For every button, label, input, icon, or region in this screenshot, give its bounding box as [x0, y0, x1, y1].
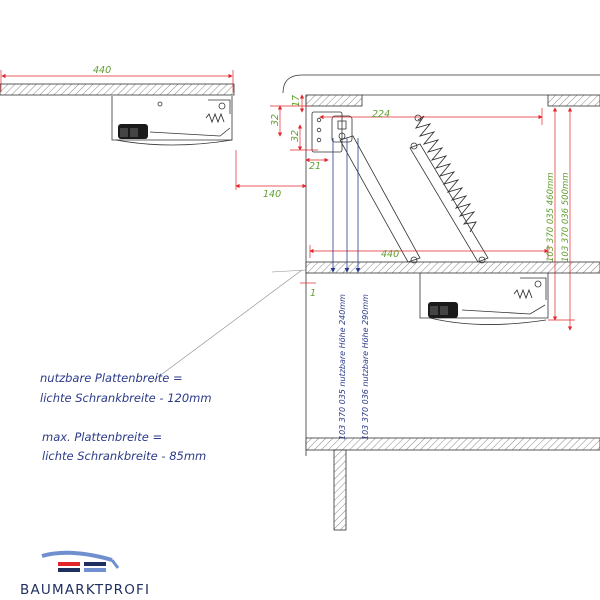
- dim-1: 1: [310, 288, 316, 299]
- dim-440-cabinet: 440: [381, 249, 399, 260]
- label-height-290: 103 370 036 nutzbare Höhe 290mm: [361, 294, 370, 440]
- cabinet-top-board-left: [305, 94, 363, 107]
- dim-32-a: 32: [270, 114, 281, 126]
- gas-spring-coil: [414, 115, 477, 233]
- label-travel-460: 103 370 035 460mm: [546, 172, 556, 262]
- brand-name: BAUMARKTPROFI: [20, 582, 150, 598]
- hinge-fitting-lower: [419, 273, 549, 325]
- annotation-notes: nutzbare Plattenbreite = lichte Schrankb…: [40, 269, 307, 463]
- dim-140: 140: [263, 189, 281, 200]
- cabinet: [282, 74, 600, 531]
- note-line-1: nutzbare Plattenbreite =: [40, 371, 183, 385]
- brand-logo: BAUMARKTPROFI: [20, 550, 150, 598]
- note-line-4: lichte Schrankbreite - 85mm: [42, 449, 206, 463]
- dimensions: 224 440 32 32 17 21 1 103 370 035 460mm …: [270, 94, 575, 440]
- note-line-2: lichte Schrankbreite - 120mm: [40, 391, 212, 405]
- note-line-3: max. Plattenbreite =: [42, 430, 162, 444]
- lid-board: [0, 83, 235, 96]
- label-height-240: 103 370 035 nutzbare Höhe 240mm: [338, 294, 347, 440]
- cabinet-shelf: [305, 261, 600, 274]
- dim-17: 17: [291, 95, 302, 107]
- leader-line: [149, 269, 303, 384]
- lift-arm-secondary: [409, 143, 489, 263]
- mounting-plate: [311, 111, 343, 153]
- dim-32-b: 32: [290, 130, 301, 142]
- lift-arm-main: [339, 135, 421, 263]
- label-travel-500: 103 370 036 500mm: [561, 172, 571, 262]
- hinge-fitting-left: [111, 96, 233, 146]
- cabinet-bottom-board: [305, 437, 600, 451]
- cabinet-top-board-right: [547, 94, 600, 107]
- dim-224: 224: [372, 109, 390, 120]
- cabinet-leg: [333, 449, 347, 531]
- dim-21: 21: [309, 161, 321, 172]
- logo-roof-icon: [41, 550, 113, 562]
- dim-440-top: 440: [93, 65, 111, 76]
- lid-detail-left: 440 140: [0, 65, 307, 200]
- lift-mechanism: [311, 111, 549, 325]
